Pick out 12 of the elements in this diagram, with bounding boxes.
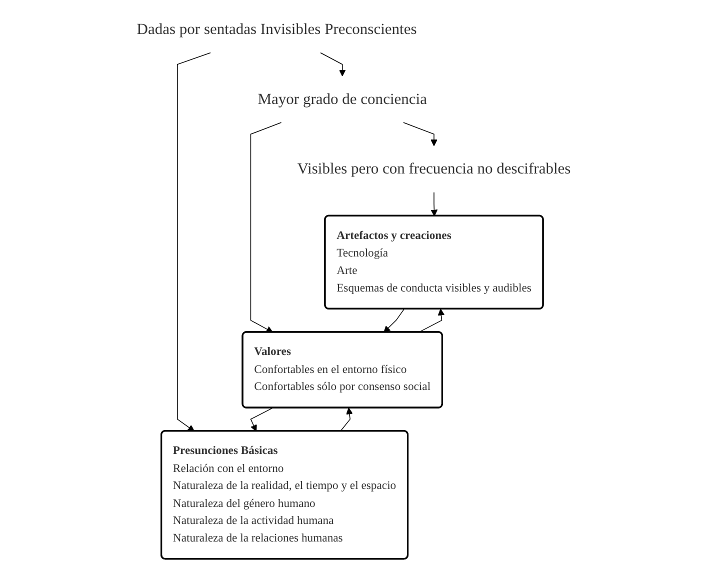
arrow	[177, 52, 212, 432]
arrow	[340, 408, 354, 432]
node-text: Visibles pero con frecuencia no descifrables	[298, 160, 571, 178]
node-text: Mayor grado de conciencia	[258, 90, 428, 108]
node-text: Dadas por sentadas Invisibles Preconscientes	[137, 20, 418, 38]
arrow	[250, 408, 274, 432]
arrow	[384, 308, 405, 333]
arrow	[250, 122, 282, 333]
arrow	[403, 122, 438, 146]
arrow	[418, 308, 445, 333]
arrow	[431, 192, 438, 216]
arrow	[320, 52, 346, 76]
